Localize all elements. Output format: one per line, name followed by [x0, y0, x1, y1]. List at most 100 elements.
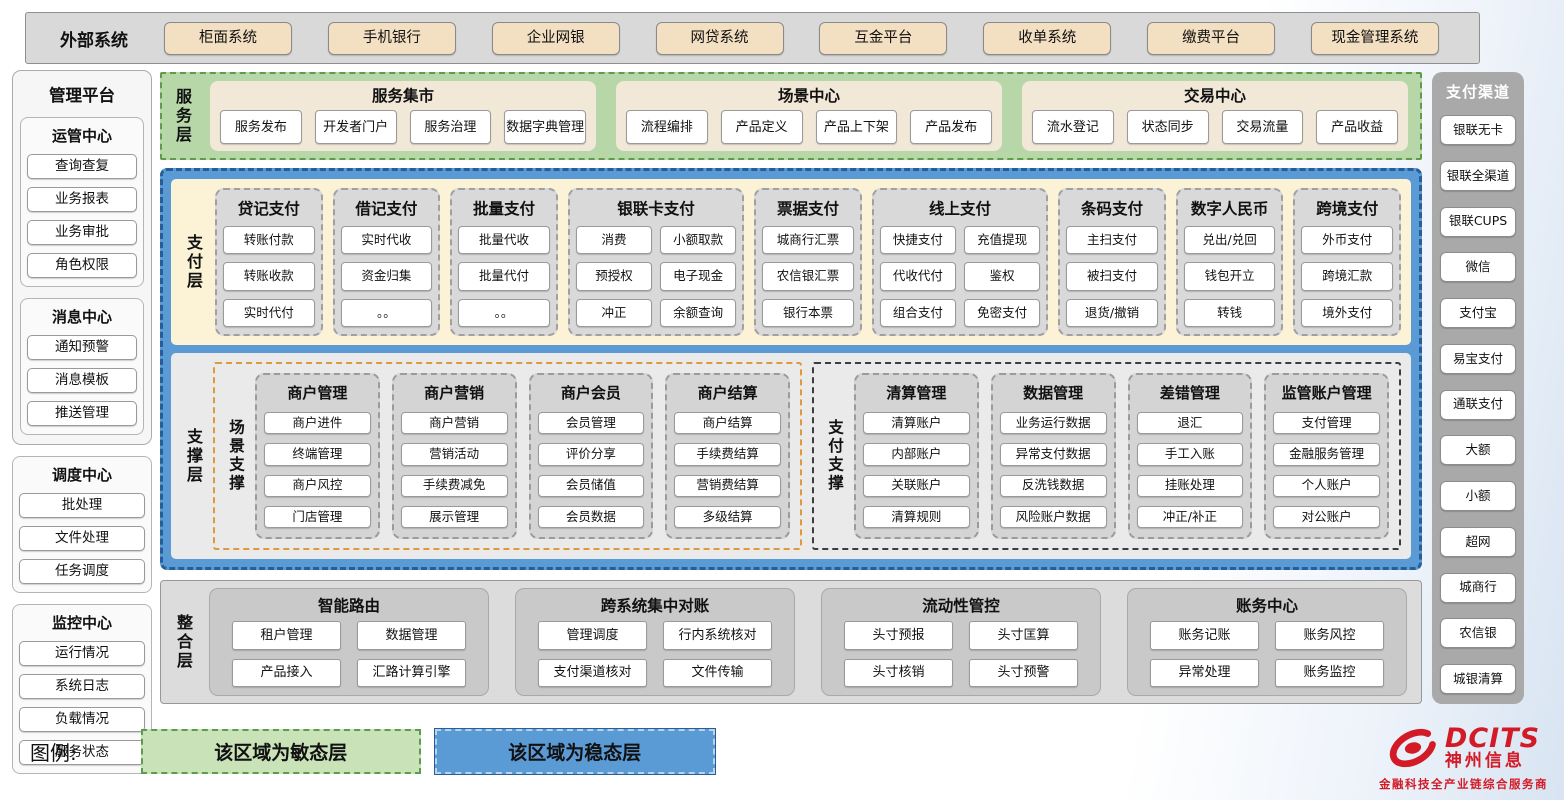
integration-item-button[interactable]: 头寸核销 [844, 658, 953, 687]
support-item-button[interactable]: 清算账户 [863, 412, 970, 435]
channel-button[interactable]: 微信 [1440, 252, 1516, 283]
payment-item-button[interactable]: 转账付款 [223, 226, 315, 255]
payment-item-button[interactable]: 组合支付 [879, 298, 956, 327]
integration-item-button[interactable]: 异常处理 [1150, 658, 1259, 687]
payment-item-button[interactable]: 城商行汇票 [762, 226, 854, 255]
external-system-button[interactable]: 网贷系统 [655, 21, 784, 55]
external-system-button[interactable]: 现金管理系统 [1310, 21, 1439, 55]
management-item-button[interactable]: 消息模板 [27, 368, 137, 393]
support-item-button[interactable]: 营销费结算 [674, 474, 781, 497]
payment-item-button[interactable]: 外币支付 [1301, 226, 1394, 255]
integration-item-button[interactable]: 管理调度 [538, 621, 647, 650]
management-item-button[interactable]: 服务状态 [19, 740, 145, 765]
payment-item-button[interactable]: 小额取款 [660, 226, 737, 255]
service-item-button[interactable]: 服务发布 [220, 110, 302, 144]
channel-button[interactable]: 银联CUPS [1440, 206, 1516, 237]
channel-button[interactable]: 城银清算 [1440, 664, 1516, 694]
payment-item-button[interactable]: 跨境汇款 [1301, 262, 1394, 291]
channel-button[interactable]: 银联全渠道 [1440, 160, 1516, 191]
payment-item-button[interactable]: 消费 [575, 226, 653, 255]
payment-item-button[interactable]: 境外支付 [1301, 298, 1394, 327]
support-item-button[interactable]: 多级结算 [674, 505, 781, 528]
support-item-button[interactable]: 手工入账 [1136, 443, 1244, 466]
management-item-button[interactable]: 业务审批 [27, 220, 137, 245]
support-item-button[interactable]: 终端管理 [264, 443, 371, 466]
service-item-button[interactable]: 产品发布 [910, 110, 992, 144]
payment-item-button[interactable]: 退货/撤销 [1066, 298, 1158, 327]
support-item-button[interactable]: 商户营销 [400, 412, 508, 435]
management-item-button[interactable]: 角色权限 [27, 253, 137, 278]
management-item-button[interactable]: 系统日志 [19, 674, 145, 699]
support-item-button[interactable]: 清算规则 [863, 505, 970, 528]
channel-button[interactable]: 城商行 [1440, 572, 1516, 603]
channel-button[interactable]: 大额 [1440, 435, 1516, 466]
support-item-button[interactable]: 风险账户数据 [999, 505, 1107, 528]
payment-item-button[interactable]: 批量代付 [458, 262, 550, 291]
support-item-button[interactable]: 内部账户 [863, 443, 970, 466]
payment-item-button[interactable]: 实时代收 [340, 226, 433, 255]
channel-button[interactable]: 支付宝 [1440, 298, 1516, 328]
support-item-button[interactable]: 商户结算 [674, 412, 781, 435]
payment-item-button[interactable]: 免密支付 [963, 298, 1041, 327]
service-item-button[interactable]: 交易流量 [1221, 110, 1304, 144]
payment-item-button[interactable]: 银行本票 [762, 298, 854, 327]
service-item-button[interactable]: 开发者门户 [314, 110, 397, 144]
payment-item-button[interactable]: 充值提现 [963, 226, 1041, 255]
support-item-button[interactable]: 反洗钱数据 [999, 474, 1107, 497]
service-item-button[interactable]: 数据字典管理 [504, 110, 586, 144]
support-item-button[interactable]: 商户进件 [264, 412, 371, 435]
channel-button[interactable]: 通联支付 [1440, 389, 1516, 420]
payment-item-button[interactable]: 冲正 [575, 298, 653, 327]
support-item-button[interactable]: 退汇 [1136, 412, 1244, 435]
support-item-button[interactable]: 金融服务管理 [1273, 443, 1380, 466]
service-item-button[interactable]: 产品收益 [1316, 110, 1398, 144]
payment-item-button[interactable]: 钱包开立 [1183, 262, 1276, 291]
payment-item-button[interactable]: 鉴权 [963, 262, 1041, 291]
management-item-button[interactable]: 文件处理 [19, 526, 145, 551]
channel-button[interactable]: 易宝支付 [1440, 343, 1516, 374]
channel-button[interactable]: 农信银 [1440, 618, 1516, 649]
support-item-button[interactable]: 对公账户 [1273, 505, 1380, 528]
support-item-button[interactable]: 营销活动 [400, 443, 508, 466]
service-item-button[interactable]: 产品上下架 [815, 110, 898, 144]
management-item-button[interactable]: 通知预警 [27, 335, 137, 360]
support-item-button[interactable]: 冲正/补正 [1136, 505, 1244, 528]
support-item-button[interactable]: 会员数据 [537, 505, 645, 528]
integration-item-button[interactable]: 账务风控 [1275, 621, 1384, 650]
payment-item-button[interactable]: 批量代收 [458, 226, 550, 255]
payment-item-button[interactable]: 代收代付 [879, 262, 956, 291]
management-item-button[interactable]: 运行情况 [19, 641, 145, 666]
integration-item-button[interactable]: 头寸预报 [844, 621, 953, 650]
service-item-button[interactable]: 状态同步 [1126, 110, 1209, 144]
support-item-button[interactable]: 会员储值 [537, 474, 645, 497]
integration-item-button[interactable]: 头寸预警 [969, 658, 1078, 687]
support-item-button[interactable]: 评价分享 [537, 443, 645, 466]
support-item-button[interactable]: 支付管理 [1273, 412, 1380, 435]
channel-button[interactable]: 超网 [1440, 526, 1516, 557]
support-item-button[interactable]: 门店管理 [264, 505, 371, 528]
service-item-button[interactable]: 流程编排 [626, 110, 708, 144]
support-item-button[interactable]: 关联账户 [863, 474, 970, 497]
management-item-button[interactable]: 业务报表 [27, 187, 137, 212]
integration-item-button[interactable]: 产品接入 [232, 658, 341, 687]
support-item-button[interactable]: 商户风控 [264, 474, 371, 497]
payment-item-button[interactable]: 快捷支付 [879, 226, 956, 255]
payment-item-button[interactable]: 余额查询 [660, 298, 737, 327]
external-system-button[interactable]: 柜面系统 [164, 21, 292, 55]
integration-item-button[interactable]: 数据管理 [357, 621, 466, 650]
service-item-button[interactable]: 流水登记 [1032, 110, 1114, 144]
integration-item-button[interactable]: 支付渠道核对 [538, 658, 647, 687]
support-item-button[interactable]: 业务运行数据 [999, 412, 1107, 435]
integration-item-button[interactable]: 汇路计算引擎 [357, 658, 466, 687]
integration-item-button[interactable]: 租户管理 [232, 621, 341, 650]
integration-item-button[interactable]: 头寸匡算 [969, 621, 1078, 650]
management-item-button[interactable]: 推送管理 [27, 401, 137, 426]
support-item-button[interactable]: 手续费减免 [400, 474, 508, 497]
payment-item-button[interactable]: 主扫支付 [1066, 226, 1158, 255]
payment-item-button[interactable]: 农信银汇票 [762, 262, 854, 291]
support-item-button[interactable]: 挂账处理 [1136, 474, 1244, 497]
payment-item-button[interactable]: 转钱 [1183, 298, 1276, 327]
payment-item-button[interactable]: 被扫支付 [1066, 262, 1158, 291]
channel-button[interactable]: 银联无卡 [1440, 115, 1516, 145]
service-item-button[interactable]: 服务治理 [409, 110, 492, 144]
